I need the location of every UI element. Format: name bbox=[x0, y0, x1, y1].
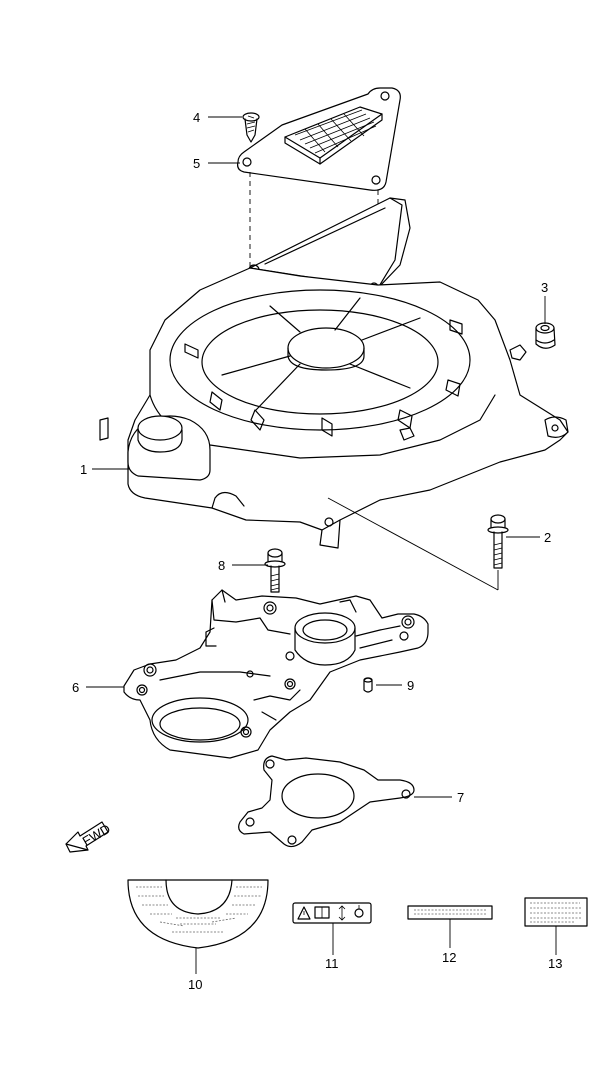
callout-8: 8 bbox=[218, 558, 225, 573]
part-10-half-ring-label bbox=[127, 879, 269, 949]
part-7-gasket bbox=[238, 755, 415, 848]
part-12-label bbox=[407, 905, 493, 920]
ring-icon bbox=[354, 905, 364, 918]
part-1-housing bbox=[99, 197, 569, 549]
part-11-warning-decal bbox=[292, 902, 372, 924]
manual-book-icon bbox=[314, 906, 330, 919]
part-5-grille-plate bbox=[237, 87, 401, 191]
callout-13: 13 bbox=[548, 956, 562, 971]
callout-2: 2 bbox=[544, 530, 551, 545]
fwd-arrow-icon: FWD bbox=[65, 821, 113, 853]
callout-6: 6 bbox=[72, 680, 79, 695]
part-4-screw bbox=[242, 112, 260, 143]
callout-7: 7 bbox=[457, 790, 464, 805]
part-9-pin bbox=[363, 677, 373, 693]
part-8-bolt bbox=[264, 548, 286, 593]
arrows-icon bbox=[338, 905, 346, 921]
callout-1: 1 bbox=[80, 462, 87, 477]
callout-9: 9 bbox=[407, 678, 414, 693]
fwd-label: FWD bbox=[80, 821, 113, 849]
callout-5: 5 bbox=[193, 156, 200, 171]
part-6-bracket bbox=[123, 589, 429, 759]
callout-12: 12 bbox=[442, 950, 456, 965]
part-2-assembly-line bbox=[327, 497, 499, 591]
callout-4: 4 bbox=[193, 110, 200, 125]
callout-3: 3 bbox=[541, 280, 548, 295]
callout-11: 11 bbox=[325, 956, 339, 971]
callout-10: 10 bbox=[188, 977, 202, 992]
part-13-label bbox=[524, 897, 588, 927]
part-2-bolt bbox=[487, 514, 509, 569]
part-3-grommet bbox=[535, 322, 556, 349]
warning-triangle-icon bbox=[297, 906, 311, 920]
